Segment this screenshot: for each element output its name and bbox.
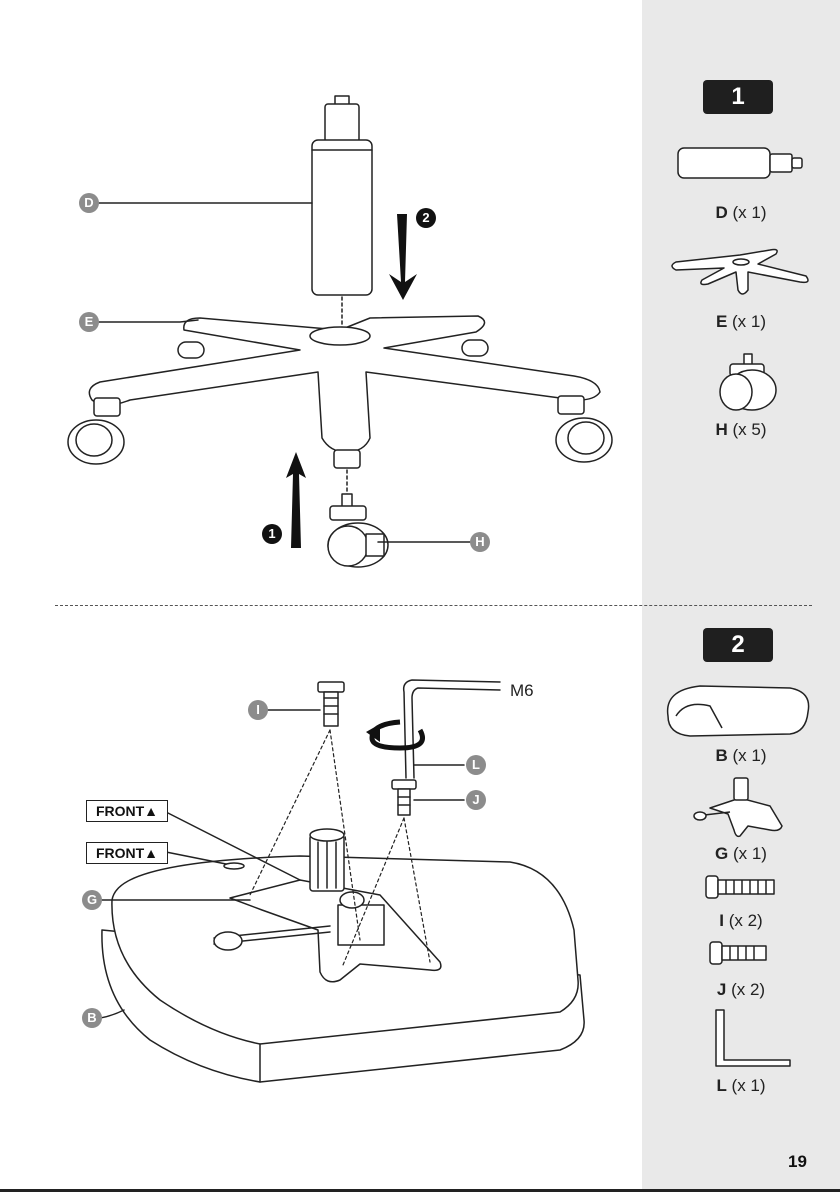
callout-h: H (470, 532, 490, 552)
step-2-badge: 2 (703, 628, 773, 662)
part-label-g: G (x 1) (642, 844, 840, 864)
star-base (68, 316, 612, 468)
bolt-i (318, 682, 344, 726)
part-label-l: L (x 1) (642, 1076, 840, 1096)
up-arrow-icon: ▲ (144, 845, 158, 861)
callout-b: B (82, 1008, 102, 1028)
part-label-b: B (x 1) (642, 746, 840, 766)
part-label-h: H (x 5) (642, 420, 840, 440)
callout-l: L (466, 755, 486, 775)
step-1-badge: 1 (703, 80, 773, 114)
part-i-icon (706, 876, 774, 898)
callout-d: D (79, 193, 99, 213)
caster-wheel-h (328, 470, 388, 567)
callout-i: I (248, 700, 268, 720)
wrench-size-label: M6 (510, 681, 534, 701)
part-h-icon (720, 354, 776, 410)
part-label-e: E (x 1) (642, 312, 840, 332)
part-label-d: D (x 1) (642, 203, 840, 223)
part-b-icon (668, 686, 809, 736)
rotation-arrow-icon (366, 722, 423, 748)
part-label-j: J (x 2) (642, 980, 840, 1000)
down-arrow-icon (389, 214, 417, 300)
page-number: 19 (788, 1152, 807, 1172)
callout-e: E (79, 312, 99, 332)
part-label-i: I (x 2) (642, 911, 840, 931)
part-g-icon (694, 778, 782, 836)
up-arrow-icon (286, 452, 306, 548)
order-number-1: 1 (262, 524, 282, 544)
callout-g: G (82, 890, 102, 910)
gas-lift-cylinder (312, 96, 372, 295)
callout-j: J (466, 790, 486, 810)
front-label-1: FRONT▲ (86, 800, 168, 822)
part-d-icon (678, 148, 802, 178)
part-l-icon (716, 1010, 790, 1066)
bolt-j (392, 780, 416, 815)
front-label-2: FRONT▲ (86, 842, 168, 864)
part-j-icon (710, 942, 766, 964)
up-arrow-icon: ▲ (144, 803, 158, 819)
part-e-icon (672, 250, 808, 295)
order-number-2: 2 (416, 208, 436, 228)
